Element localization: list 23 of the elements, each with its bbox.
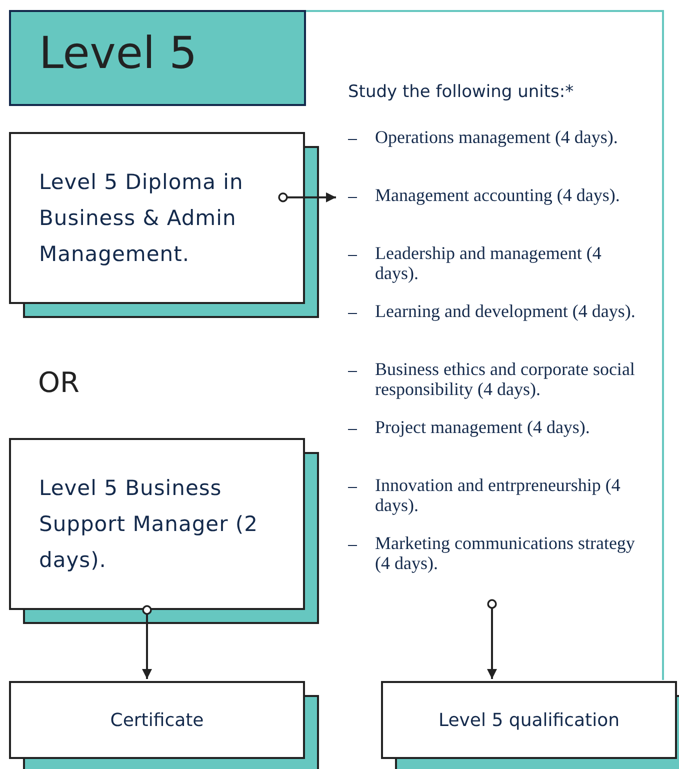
process-box [9, 132, 305, 304]
unit-item: Business ethics and corporate social responsibility (4 days). [375, 359, 636, 399]
connector-arrow [142, 605, 152, 679]
list-heading: Study the following units:* [348, 82, 574, 102]
unit-item: Management accounting (4 days). [375, 185, 621, 205]
connector-arrow [487, 599, 497, 679]
unit-item: Marketing communications strategy (4 days). [375, 533, 636, 573]
unit-item: Leadership and management (4 days). [375, 243, 602, 283]
unit-item: Learning and development (4 days). [375, 301, 636, 321]
connector-arrow [278, 192, 336, 202]
unit-item: Innovation and entrpreneurship (4 days). [375, 475, 622, 515]
process-box [9, 438, 305, 610]
title-box [9, 10, 306, 106]
box-text: Level 5 Diploma in Business & Admin Management. [39, 169, 244, 268]
box-text: Certificate [110, 710, 204, 730]
title-text: Level 5 [39, 28, 198, 80]
result-box [9, 681, 305, 759]
or-text: OR [38, 366, 80, 399]
box-text: Level 5 Business Support Manager (2 days). [39, 475, 259, 574]
unit-item: Operations management (4 days). [375, 127, 619, 147]
result-box [381, 681, 677, 759]
unit-item: Project management (4 days). [375, 417, 591, 437]
box-text: Level 5 qualification [438, 710, 620, 730]
